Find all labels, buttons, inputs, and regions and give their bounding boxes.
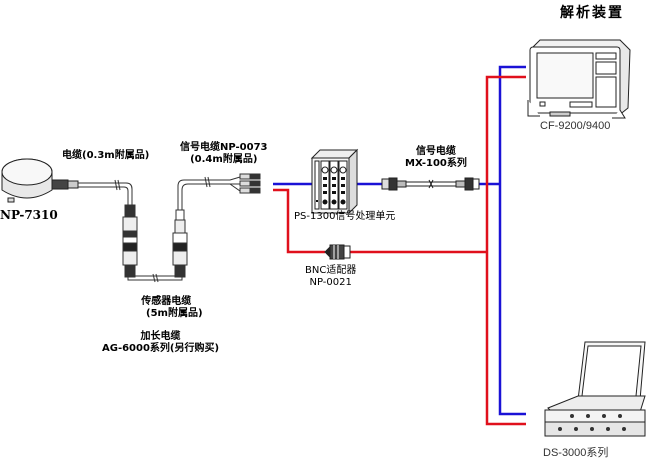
bnc-adapter-model: NP-0021 [309,277,352,288]
mx-cable-model: MX-100系列 [405,158,467,169]
bnc-adapter-name: BNC适配器 [305,265,357,276]
cf-analyzer-label: CF-9200/9400 [540,120,611,132]
sensor-cable-icon [78,173,261,283]
mx-cable-icon [381,177,480,191]
sensor-cable-label: 电缆(0.3m附属品) [62,150,150,161]
sensor-5m-cable-label: 传感器电缆 (5m附属品) [130,296,203,320]
analyzer-section-title: 解析装置 [560,5,624,21]
ds-laptop-label: DS-3000系列 [543,447,609,459]
sensor-icon [1,158,79,203]
red-signal-line [273,75,526,426]
blue-signal-line [273,65,526,416]
bnc-adapter-icon [324,244,351,260]
processor-unit-icon [310,148,359,215]
sensor-5m-cable-note: (5m附属品) [146,308,203,319]
sensor-model-label: NP-7310 [0,208,58,222]
cf-analyzer-icon [527,39,631,119]
extension-cable-name: 加长电缆 [140,331,181,342]
mx-cable-name: 信号电缆 [415,146,456,157]
extension-cable-label: 加长电缆 AG-6000系列(另行购买) [102,331,219,355]
signal-cable-label: 信号电缆NP-0073 (0.4m附属品) [180,142,268,166]
extension-cable-model: AG-6000系列(另行购买) [102,343,220,354]
mx-cable-label: 信号电缆 MX-100系列 [405,146,467,170]
processor-label: PS-1300信号处理单元 [294,211,396,222]
ds-laptop-icon [544,341,646,437]
bnc-adapter-label: BNC适配器 NP-0021 [305,265,356,289]
signal-cable-note: (0.4m附属品) [190,154,258,165]
sensor-5m-cable-name: 传感器电缆 [141,296,192,307]
signal-cable-name: 信号电缆NP-0073 [180,142,268,153]
